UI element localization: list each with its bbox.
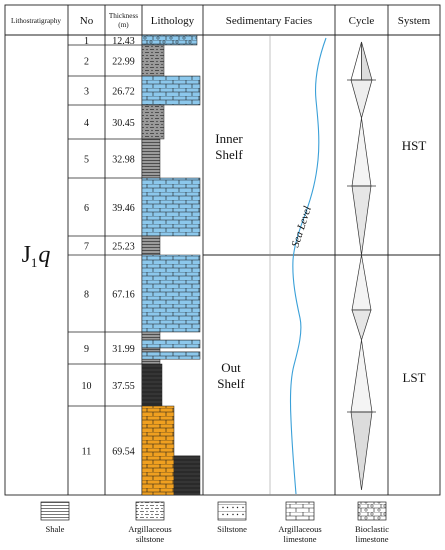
layer-thickness: 25.23	[112, 242, 135, 253]
cycle-diamond-4-top	[350, 339, 373, 413]
sedimentary-facies-column: Inner Shelf Out Shelf Sea Level	[215, 37, 327, 495]
lithology-pattern	[142, 35, 197, 45]
layer-number: 11	[82, 447, 92, 458]
cycle-diamond-3-bottom	[351, 309, 372, 342]
facies-lower-line2: Shelf	[217, 376, 245, 391]
lithology-pattern	[142, 105, 164, 139]
cycle-diamond-upper-right	[361, 41, 373, 81]
system-upper: HST	[402, 138, 427, 153]
legend-label-line2: siltstone	[136, 534, 165, 544]
layer-number: 10	[82, 381, 92, 392]
lithology-column	[141, 34, 201, 496]
legend-label-line2: limestone	[283, 534, 316, 544]
legend-label: Argillaceous	[128, 524, 171, 534]
sea-level-label: Sea Level	[289, 205, 314, 249]
cycle-column	[347, 41, 376, 491]
header-sedimentary-facies: Sedimentary Facies	[226, 15, 312, 27]
layer-number: 5	[84, 155, 89, 166]
lithology-pattern	[142, 351, 200, 360]
layer-number: 3	[84, 87, 89, 98]
cycle-diamond-3-top	[351, 254, 372, 311]
legend-label: Bioclastic	[355, 524, 389, 534]
layer-thickness: 39.46	[112, 203, 135, 214]
lithology-pattern	[142, 359, 160, 364]
header-thickness: Thickness	[109, 12, 138, 20]
lithology-pattern	[142, 348, 160, 352]
layer-thickness: 69.54	[112, 447, 135, 458]
header-system: System	[398, 15, 431, 27]
layer-number: 9	[84, 344, 89, 355]
legend-pattern	[286, 502, 314, 520]
layer-thickness: 12.43	[112, 36, 135, 47]
lithology-pattern	[142, 364, 162, 406]
lithology-pattern	[142, 178, 200, 236]
system-lower: LST	[402, 370, 425, 385]
lithology-pattern	[142, 236, 160, 255]
cycle-diamond-2-bottom	[351, 185, 372, 256]
formation-label: J1q	[22, 242, 51, 270]
cycle-diamond-upper-bottom	[350, 79, 373, 120]
formation-main: J	[22, 242, 31, 268]
lithology-pattern	[142, 255, 200, 332]
lithology-pattern	[142, 406, 174, 495]
lithology-pattern	[142, 340, 200, 348]
lithology-pattern	[142, 139, 160, 178]
sea-level-curve	[289, 37, 327, 495]
layer-thickness: 26.72	[112, 87, 135, 98]
layer-thickness: 67.16	[112, 290, 135, 301]
header-no: No	[80, 15, 94, 27]
table-frame	[4, 4, 441, 496]
legend-pattern	[41, 502, 69, 520]
legend-pattern	[218, 502, 246, 520]
legend-label-line2: limestone	[355, 534, 388, 544]
facies-upper-line2: Shelf	[215, 147, 243, 162]
layer-number: 7	[84, 242, 89, 253]
legend-label: Shale	[46, 524, 65, 534]
facies-lower-line1: Out	[221, 360, 241, 375]
layer-number: 2	[84, 57, 89, 68]
lithology-pattern	[142, 76, 200, 105]
header-lithostratigraphy: Lithostratigraphy	[11, 17, 61, 25]
layer-number: 6	[84, 203, 89, 214]
facies-upper-line1: Inner	[215, 131, 243, 146]
header-thickness-unit: (m)	[118, 21, 129, 29]
layer-thickness: 37.55	[112, 381, 135, 392]
legend-pattern	[136, 502, 164, 520]
formation-subscript: 1	[31, 255, 38, 270]
layer-number: 1	[84, 36, 89, 47]
layer-number: 8	[84, 290, 89, 301]
lithology-pattern	[174, 455, 200, 495]
layer-thickness: 31.99	[112, 344, 135, 355]
legend-label: Siltstone	[217, 524, 247, 534]
cycle-diamond-4-bottom	[350, 411, 373, 491]
header-cycle: Cycle	[349, 15, 375, 27]
layer-number: 4	[84, 118, 89, 129]
cycle-diamond-upper-left	[350, 41, 362, 81]
layer-thickness: 22.99	[112, 57, 135, 68]
formation-italic: q	[38, 242, 50, 268]
legend-label: Argillaceous	[278, 524, 321, 534]
layer-thickness: 32.98	[112, 155, 135, 166]
table-header: Lithostratigraphy No Thickness (m) Litho…	[11, 12, 431, 29]
layer-thickness: 30.45	[112, 118, 135, 129]
header-lithology: Lithology	[151, 15, 195, 27]
legend-pattern	[358, 502, 386, 520]
cycle-diamond-2-top	[351, 117, 372, 187]
layer-rows: 1 12.43 2 22.99 3 26.72 4 30.45 5 32.98 6 39.46 7 25.…	[68, 36, 142, 458]
lithology-pattern	[142, 332, 160, 340]
lithology-pattern	[142, 45, 164, 76]
